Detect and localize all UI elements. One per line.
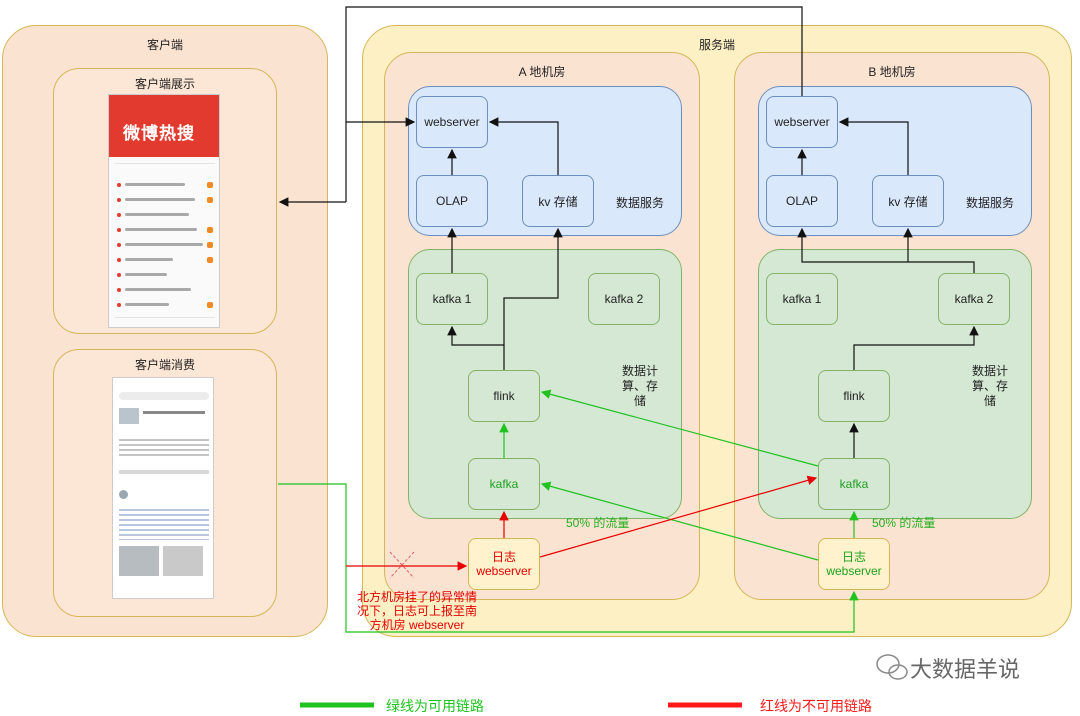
- row-text: [125, 273, 167, 276]
- avatar: [119, 490, 128, 499]
- room-a-kafka-1: kafka 1: [416, 273, 488, 325]
- row-text: [125, 288, 191, 291]
- row-marker: [117, 303, 121, 307]
- row-text: [125, 198, 195, 201]
- row-tag: [207, 242, 213, 248]
- row-text: [125, 243, 203, 246]
- watermark: 大数据羊说: [910, 657, 1021, 682]
- row-tag: [207, 257, 213, 263]
- post-body: [119, 506, 209, 540]
- room-a-traffic-label: 50% 的流量: [566, 516, 630, 530]
- row-marker: [117, 288, 121, 292]
- room-a-kafka: kafka: [468, 458, 540, 510]
- legend-red-label: 红线为不可用链路: [760, 698, 872, 714]
- client-consume-title: 客户端消费: [134, 358, 195, 372]
- room-a-flink: flink: [468, 370, 540, 422]
- wechat-icon: [876, 654, 908, 680]
- row-tag: [207, 302, 213, 308]
- room-b-flink: flink: [818, 370, 890, 422]
- room-a-log-webserver: 日志 webserver: [468, 538, 540, 590]
- client-display-title: 客户端展示: [134, 77, 195, 91]
- room-b-compute-label: 数据计算、存储: [971, 364, 1008, 408]
- row-marker: [117, 183, 121, 187]
- room-a-title: A 地机房: [518, 65, 566, 79]
- post-title-line: [143, 411, 205, 414]
- post-text-block: [119, 436, 209, 458]
- row-marker: [117, 258, 121, 262]
- room-b-data-service-label: 数据服务: [966, 196, 1015, 210]
- row-marker: [117, 273, 121, 277]
- room-b-log-webserver: 日志 webserver: [818, 538, 890, 590]
- room-a-black-links: [447, 117, 563, 370]
- tab-strip: [119, 470, 209, 474]
- legend-green-label: 绿线为可用链路: [386, 698, 484, 714]
- server-title: 服务端: [698, 38, 735, 52]
- room-a-kv-store: kv 存储: [522, 175, 594, 227]
- room-a-kafka-2: kafka 2: [588, 273, 660, 325]
- divider: [115, 163, 215, 164]
- client-title: 客户端: [146, 38, 183, 52]
- display-link: [278, 6, 803, 207]
- failover-annotation: 北方机房挂了的异常情况下，日志可上报至南方机房 webserver: [356, 590, 477, 632]
- room-a-data-service-label: 数据服务: [616, 196, 665, 210]
- row-marker: [117, 228, 121, 232]
- room-b-kv-store: kv 存储: [872, 175, 944, 227]
- row-text: [125, 258, 173, 261]
- row-marker: [117, 213, 121, 217]
- room-b-kafka-1: kafka 1: [766, 273, 838, 325]
- row-tag: [207, 182, 213, 188]
- row-marker: [117, 243, 121, 247]
- red-unavailable-links: [346, 475, 818, 571]
- failure-cross-icon: [389, 551, 415, 579]
- room-b-olap: OLAP: [766, 175, 838, 227]
- room-b-traffic-label: 50% 的流量: [872, 516, 936, 530]
- search-bar: [119, 392, 209, 400]
- row-text: [125, 213, 189, 216]
- weibo-hot-search-screenshot: 微博热搜: [108, 94, 220, 328]
- row-marker: [117, 198, 121, 202]
- weibo-post-screenshot: [112, 377, 214, 599]
- room-b-black-links: [797, 117, 979, 458]
- row-text: [125, 303, 169, 306]
- post-photo: [163, 546, 203, 576]
- row-tag: [207, 227, 213, 233]
- post-image: [119, 408, 139, 424]
- room-b-webserver: webserver: [766, 96, 838, 148]
- room-a-compute-label: 数据计算、存储: [621, 364, 658, 408]
- row-tag: [207, 197, 213, 203]
- room-b-kafka-2: kafka 2: [938, 273, 1010, 325]
- room-b-kafka: kafka: [818, 458, 890, 510]
- row-text: [125, 228, 197, 231]
- post-photo: [119, 546, 159, 576]
- room-a-webserver: webserver: [416, 96, 488, 148]
- divider: [115, 317, 215, 318]
- room-a-olap: OLAP: [416, 175, 488, 227]
- green-available-links: [278, 389, 859, 633]
- hot-search-banner: 微博热搜: [109, 95, 219, 157]
- hot-search-banner-text: 微博热搜: [123, 124, 195, 143]
- room-b-title: B 地机房: [868, 65, 916, 79]
- row-text: [125, 183, 185, 186]
